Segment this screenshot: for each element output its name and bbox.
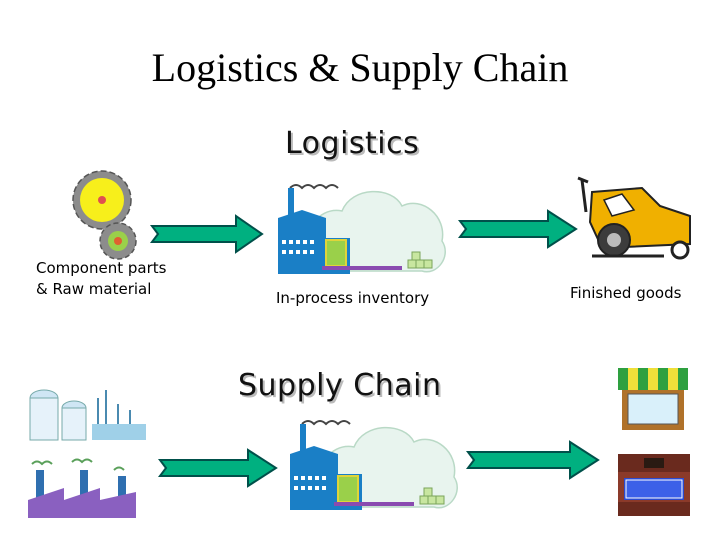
- in-process-label: In-process inventory: [276, 289, 430, 307]
- storefront-icon: [618, 454, 690, 516]
- factory-icon: [290, 420, 458, 510]
- slide-title: Logistics & Supply Chain: [151, 45, 569, 90]
- component-label-line2: & Raw material: [36, 280, 152, 298]
- logistics-heading: Logistics: [285, 126, 420, 161]
- component-label-line1: Component parts: [36, 259, 167, 277]
- shop-icon: [618, 368, 688, 430]
- factory-icon: [278, 184, 446, 274]
- component-label: Component parts & Raw material: [36, 258, 166, 300]
- finished-label: Finished goods: [570, 284, 682, 302]
- industrial-plant-icon: [28, 458, 136, 518]
- forklift-icon: [577, 176, 691, 260]
- supply-chain-heading: Supply Chain: [238, 368, 442, 403]
- refinery-icon: [29, 389, 146, 441]
